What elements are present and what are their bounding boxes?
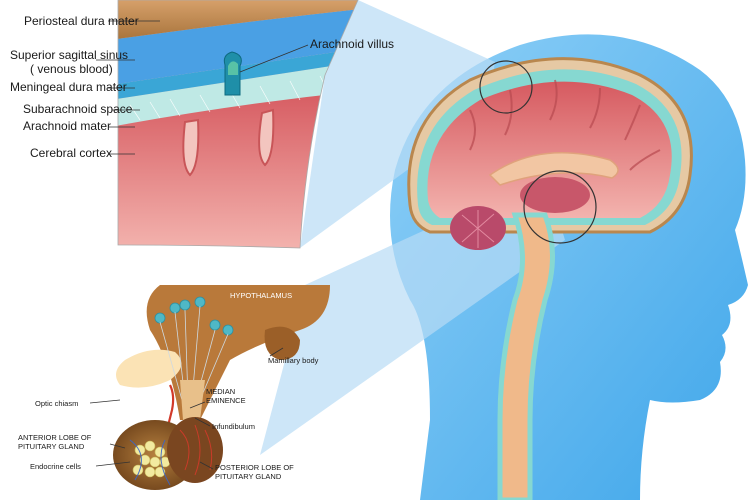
label-arachnoid: Arachnoid mater [23, 119, 111, 133]
cerebral-gyri [469, 79, 661, 171]
label-posterior-line1: POSTERIOR LOBE OF [215, 463, 294, 472]
inset-periosteal-dura [118, 0, 358, 40]
label-infundibulum: Infundibulum [212, 422, 255, 431]
label-sinus-line1: Superior sagittal sinus [10, 48, 128, 62]
endocrine-cells-cluster [132, 440, 171, 478]
meninges-inset-border [117, 0, 359, 249]
cerebrum [427, 81, 672, 219]
label-median-line1: MEDIAN [206, 387, 235, 396]
thalamus [520, 177, 590, 213]
label-endocrine-cells: Endocrine cells [30, 462, 81, 471]
inset-sinus [118, 8, 358, 85]
pituitary-stalk [180, 380, 205, 420]
leader-lines [89, 20, 309, 470]
label-cerebral-cortex: Cerebral cortex [30, 146, 112, 160]
label-anterior-line2: PITUITARY GLAND [18, 442, 85, 451]
label-median-line2: EMINENCE [206, 396, 246, 405]
label-mamillary-body: Mamillary body [268, 356, 319, 365]
label-hypothalamus: HYPOTHALAMUS [230, 291, 292, 300]
cerebellum-folia [461, 210, 495, 248]
label-periosteal-dura: Periosteal dura mater [24, 14, 139, 28]
label-optic-chiasm: Optic chiasm [35, 399, 78, 408]
pituitary-labels: HYPOTHALAMUS Mamillary body Optic chiasm… [18, 291, 319, 481]
corpus-callosum [488, 152, 619, 186]
spinal-cord [497, 212, 555, 500]
label-anterior-line1: ANTERIOR LOBE OF [18, 433, 92, 442]
neurosecretory-cells [154, 296, 234, 336]
projection-beam-meninges [300, 0, 495, 248]
meninges-focus-circle [479, 60, 533, 114]
label-subarachnoid: Subarachnoid space [23, 102, 133, 116]
label-meningeal-dura: Meningeal dura mater [10, 80, 127, 94]
label-posterior-line2: PITUITARY GLAND [215, 472, 282, 481]
label-arachnoid-villus: Arachnoid villus [310, 37, 394, 51]
pituitary-inset [113, 285, 330, 490]
label-sinus-line2: ( venous blood) [30, 62, 113, 76]
meninges-labels: Periosteal dura mater Superior sagittal … [10, 14, 394, 160]
optic-chiasm-shape [116, 349, 182, 388]
pituitary-focus-circle [523, 170, 597, 244]
mamillary-body [264, 326, 300, 360]
